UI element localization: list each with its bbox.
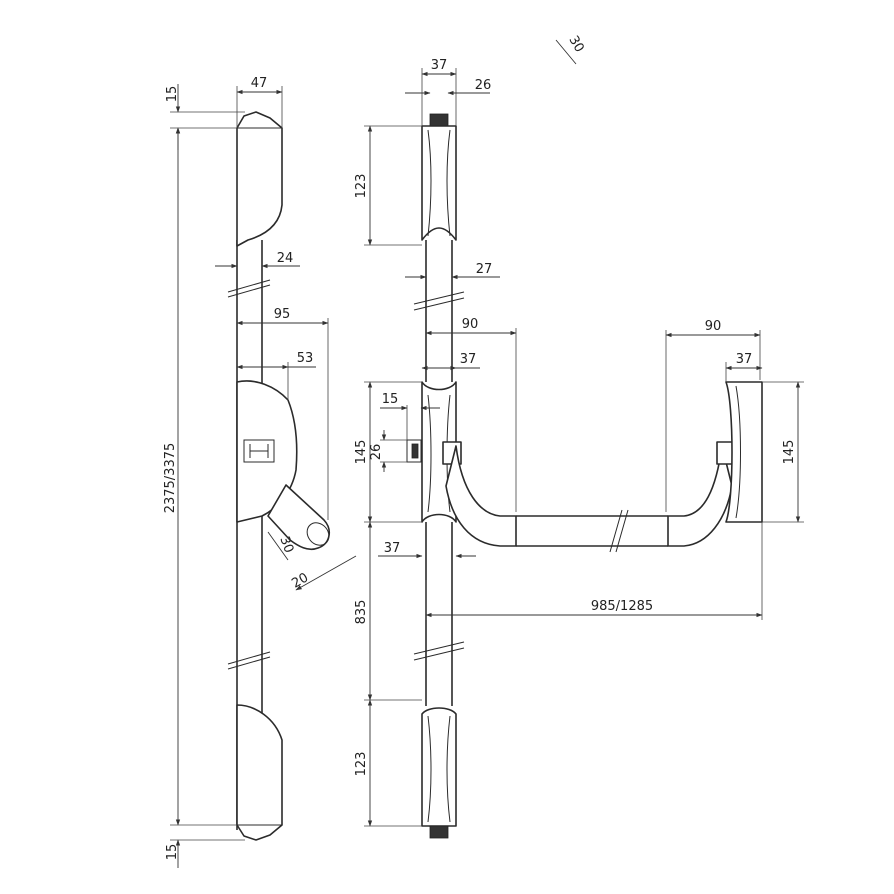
- push-bar-view: 90 37 145 985/1285: [425, 319, 804, 620]
- lock-icon: [243, 439, 275, 463]
- dim-front-top-guide: 123: [354, 174, 369, 199]
- dim-front-rod: 26: [475, 78, 492, 93]
- dim-front-case-width: 37: [460, 352, 477, 367]
- dim-front-case-height: 145: [354, 440, 369, 465]
- dim-bar-case-height: 145: [782, 440, 797, 465]
- dim-side-height: 2375/3375: [163, 443, 178, 514]
- side-view: 15 47 24 95 53 2375/3375 30 20 15: [163, 76, 357, 868]
- dim-side-width: 47: [251, 76, 268, 91]
- dim-side-top-cap: 15: [165, 86, 180, 103]
- bar-end-case: [725, 381, 763, 523]
- dim-front-case-width-lower: 37: [384, 541, 401, 556]
- dim-front-lower-length: 835: [354, 600, 369, 625]
- dim-side-lever-end: 20: [289, 570, 311, 591]
- front-top-guide: [421, 125, 457, 241]
- dim-side-lever-width: 30: [276, 534, 296, 555]
- front-bottom-guide: [421, 707, 457, 827]
- dim-side-lever-offset: 53: [297, 351, 314, 366]
- dim-front-rod-width: 27: [476, 262, 493, 277]
- dim-front-angle: 30: [565, 33, 586, 55]
- dim-front-pin: 26: [369, 444, 384, 461]
- dim-side-bottom-cap: 15: [165, 844, 180, 861]
- dim-bar-case-width: 37: [736, 352, 753, 367]
- dim-front-rail-width: 37: [431, 58, 448, 73]
- front-view: 37 26 123 27 90 37 15 145: [354, 33, 587, 839]
- dim-bar-offset: 90: [705, 319, 722, 334]
- dim-bar-length: 985/1285: [591, 599, 653, 614]
- bar-left-arm: [445, 445, 517, 547]
- dim-front-fixing: 15: [382, 392, 399, 407]
- side-lever-arm: [267, 484, 331, 551]
- dim-side-lever-reach: 95: [274, 307, 291, 322]
- dim-front-bar-offset: 90: [462, 317, 479, 332]
- dim-side-rod: 24: [277, 251, 294, 266]
- side-bottom-cap: [236, 704, 283, 841]
- side-top-cap: [236, 111, 283, 247]
- dim-front-bottom-guide: 123: [354, 752, 369, 777]
